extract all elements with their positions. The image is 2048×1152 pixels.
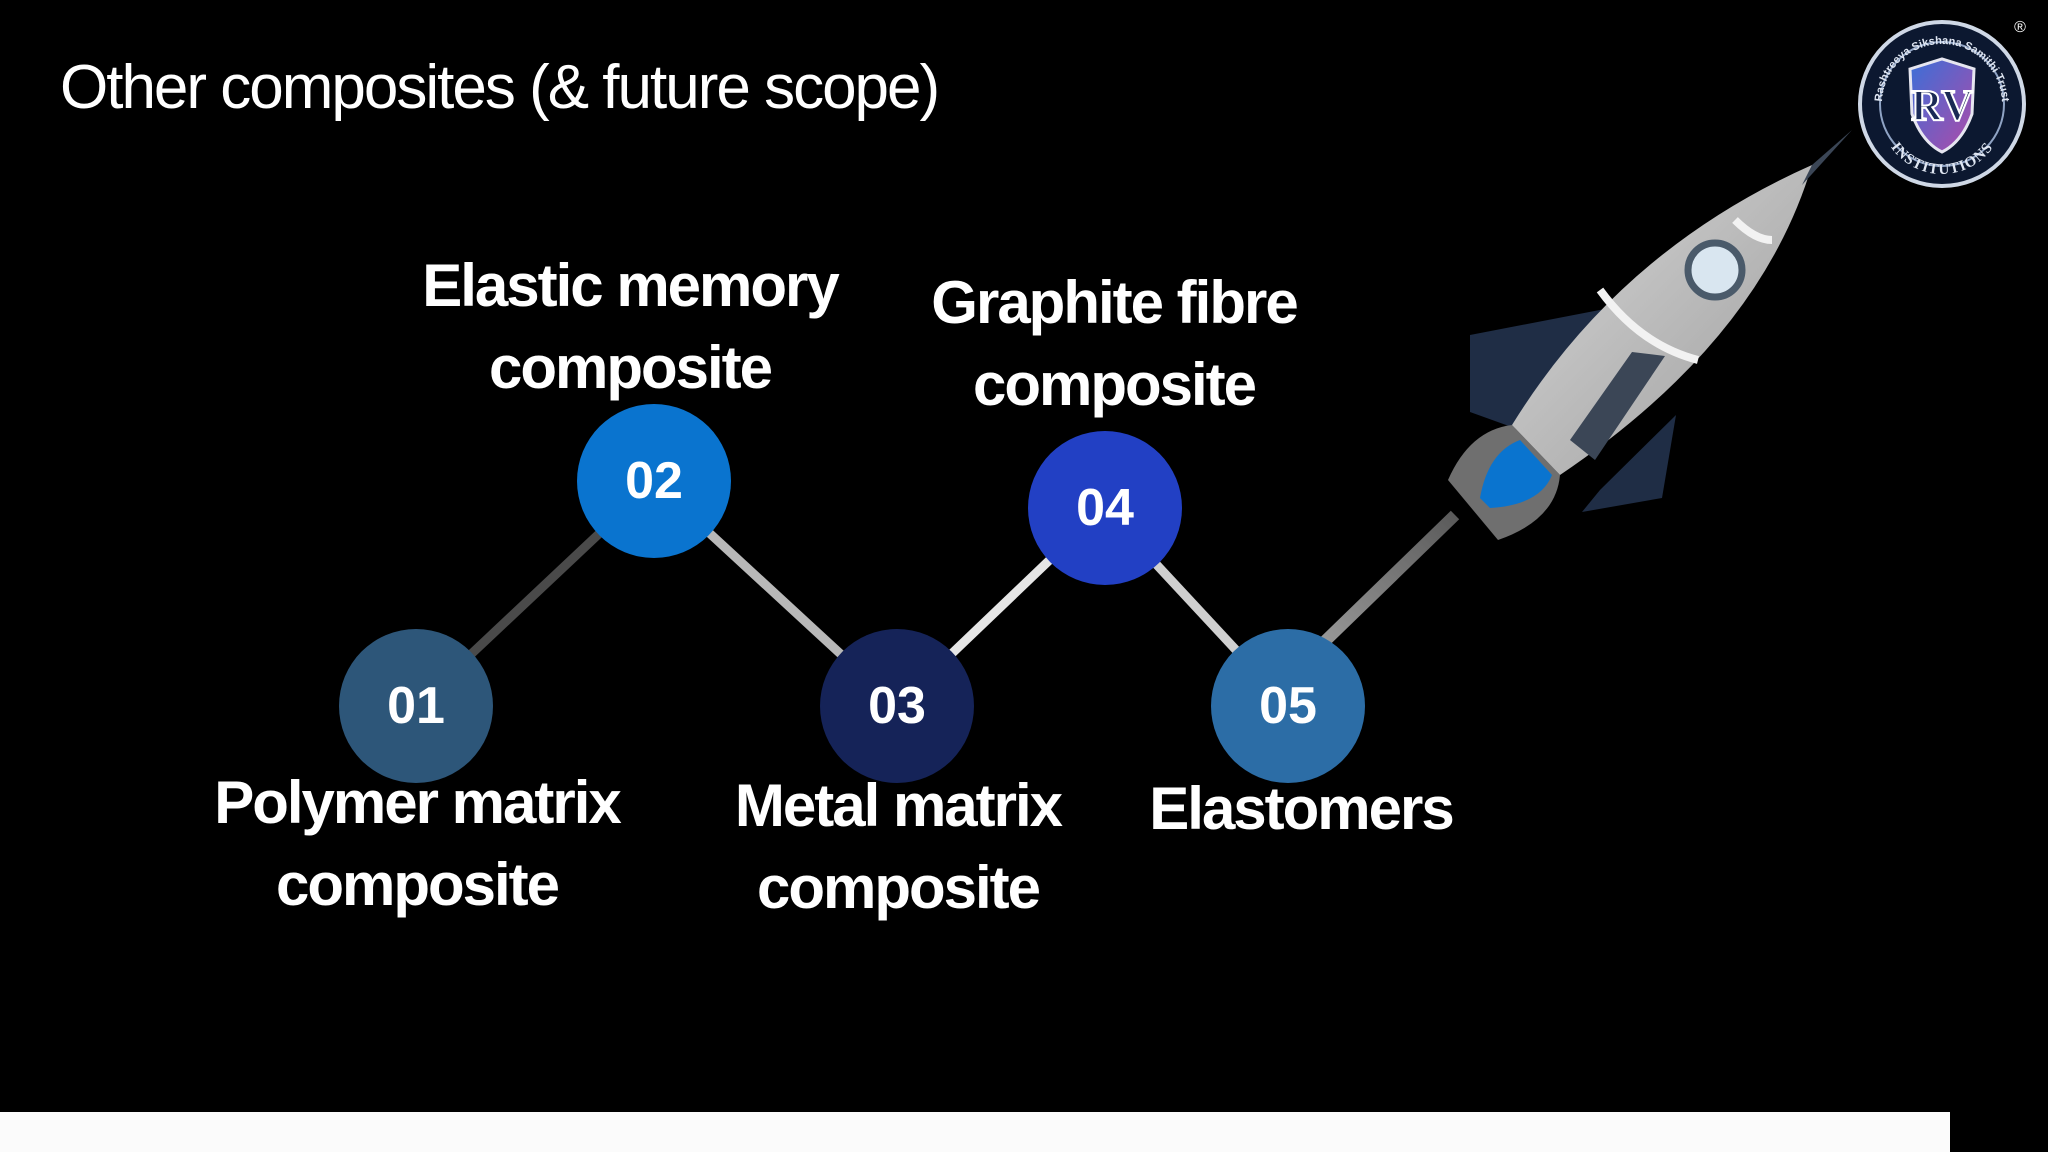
step-number-03: 03	[868, 677, 926, 735]
step-label-02: Elastic memory composite	[422, 252, 840, 401]
step-number-01: 01	[387, 677, 445, 735]
step-label-01: Polymer matrix composite	[214, 769, 622, 918]
step-number-04: 04	[1076, 479, 1134, 537]
step-label-05: Elastomers	[1149, 775, 1455, 842]
step-number-02: 02	[625, 452, 683, 510]
institution-logo: Rashtreeya Sikshana Samithi Trust INSTIT…	[1858, 19, 2026, 188]
timeline-graphic	[412, 130, 1852, 710]
slide: Other composites (& future scope)	[60, 19, 2027, 921]
logo-monogram: RV	[1911, 81, 1973, 130]
step-circle-05: 05	[1211, 629, 1365, 783]
rocket-icon	[1448, 130, 1852, 540]
slide-title: Other composites (& future scope)	[60, 53, 940, 122]
registered-mark: ®	[2014, 19, 2026, 36]
step-circle-02: 02	[577, 404, 731, 558]
rocket-trail	[1313, 510, 1460, 653]
step-label-04: Graphite fibre composite	[931, 269, 1298, 418]
step-circle-03: 03	[820, 629, 974, 783]
bottom-bar	[0, 1112, 2048, 1152]
step-number-05: 05	[1259, 677, 1317, 735]
step-label-03: Metal matrix composite	[734, 772, 1063, 921]
bottom-bar-corner	[1950, 1112, 2048, 1152]
step-circle-04: 04	[1028, 431, 1182, 585]
step-circle-01: 01	[339, 629, 493, 783]
